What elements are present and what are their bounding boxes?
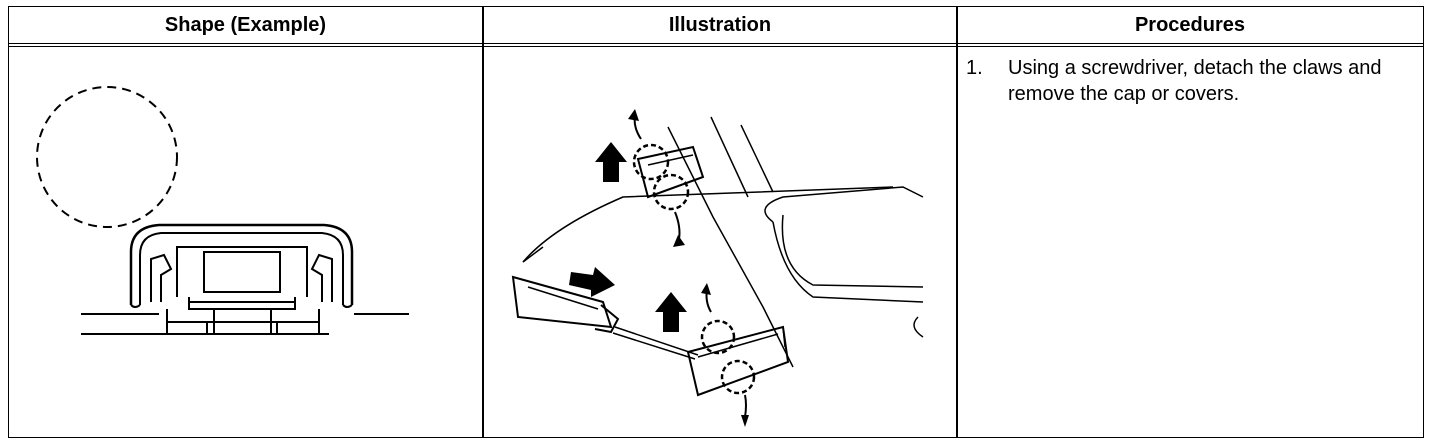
upper-cover-icon — [636, 145, 705, 199]
shape-cell — [9, 47, 482, 437]
table-header-row: Shape (Example) Illustration Procedures — [9, 7, 1423, 44]
removal-illustration — [511, 109, 924, 427]
screwdriver-handle — [511, 275, 613, 329]
cap-cover-icon — [686, 325, 790, 397]
illustration-cell — [483, 47, 956, 437]
claw-callout-circle-icon — [632, 143, 670, 181]
claw-callout-circle-icon — [720, 359, 756, 395]
claw-detail-circle-icon — [36, 86, 178, 228]
column-divider-2 — [956, 7, 958, 437]
push-arrow-icon — [569, 267, 615, 297]
column-divider-1 — [482, 7, 484, 437]
step-text: Using a screwdriver, detach the claws an… — [1008, 57, 1382, 105]
claw-callout-circle-icon — [652, 173, 690, 211]
screwdriver-shaft-icon — [614, 326, 699, 356]
header-divider — [9, 46, 1423, 47]
cap-cross-section-drawing — [36, 86, 409, 335]
claw-callout-circle-icon — [700, 319, 736, 355]
lift-arrow-icon — [655, 292, 687, 332]
step-number: 1. — [966, 57, 983, 79]
lift-arrow-icon — [595, 142, 627, 182]
header-procedures: Procedures — [1134, 13, 1246, 36]
header-illustration: Illustration — [668, 13, 772, 36]
procedures-cell: 1. Using a screwdriver, detach the claws… — [958, 47, 1422, 437]
header-shape: Shape (Example) — [164, 13, 327, 36]
procedure-table: Shape (Example) Illustration Procedures — [8, 6, 1424, 438]
